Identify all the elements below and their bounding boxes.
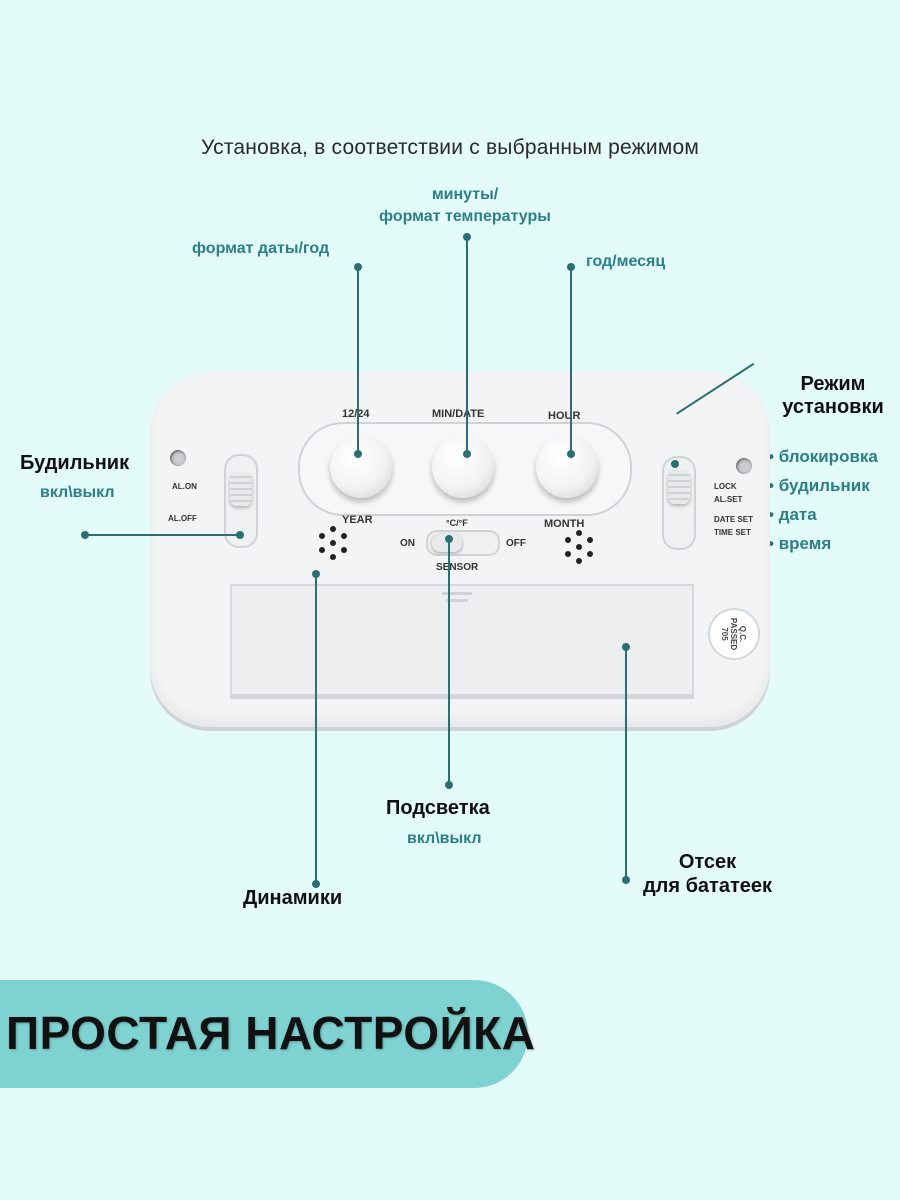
sensor-switch-track — [426, 530, 500, 556]
door-grip-line — [442, 592, 472, 595]
alarm-switch-knob[interactable] — [230, 472, 252, 506]
mode-date-set-label: DATE SET — [714, 515, 753, 524]
callout-mode: Режим установки — [768, 373, 898, 419]
mode-switch-knob[interactable] — [668, 470, 690, 504]
leader-dot-12-24 — [354, 263, 362, 271]
mode-al-set-label: AL.SET — [714, 495, 743, 504]
leader-dot-mode — [671, 460, 679, 468]
speaker-grille-right — [562, 530, 596, 564]
callout-mode-line1: Режим — [800, 373, 866, 395]
leader-line-alarm — [86, 534, 240, 536]
leader-line-sensor — [448, 540, 450, 786]
mode-item-label: будильник — [778, 476, 870, 495]
sensor-unit-label: °C/°F — [446, 518, 468, 528]
qc-line2: PASSED — [729, 617, 739, 651]
leader-dot-hour-end — [567, 450, 575, 458]
mode-item: • время — [768, 534, 832, 553]
leader-dot-min-date — [463, 233, 471, 241]
mode-item-label: блокировка — [778, 447, 878, 466]
mode-item: • блокировка — [768, 447, 878, 466]
leader-line-min-date — [466, 238, 468, 456]
qc-line3: 705 — [720, 627, 730, 641]
sensor-label: SENSOR — [436, 562, 479, 573]
mode-item: • будильник — [768, 476, 870, 495]
leader-dot-battery — [622, 643, 630, 651]
leader-dot-sensor — [445, 535, 453, 543]
mode-item-label: дата — [778, 505, 817, 524]
speaker-grille-left — [316, 526, 350, 560]
callout-minutes-line1: минуты/ — [431, 186, 499, 203]
battery-compartment-door[interactable] — [230, 584, 694, 699]
leader-dot-hour — [567, 263, 575, 271]
alarm-on-label: AL.ON — [172, 482, 197, 491]
qc-passed-seal: Q.C. PASSED 705 — [708, 608, 760, 660]
button-min-date[interactable] — [432, 436, 494, 498]
callout-minutes: минуты/ формат температуры — [360, 184, 570, 228]
mount-hole-left — [170, 450, 186, 466]
leader-dot-min-date-end — [463, 450, 471, 458]
mode-item-label: время — [778, 534, 832, 553]
button-label-12-24: 12/24 — [342, 408, 370, 420]
button-label-min-date: MIN/DATE — [432, 408, 485, 420]
leader-line-battery — [625, 648, 627, 878]
leader-dot-sensor-end — [445, 781, 453, 789]
clock-back-panel: 12/24 MIN/DATE HOUR YEAR MONTH AL.ON AL.… — [150, 372, 770, 727]
leader-dot-battery-end — [622, 876, 630, 884]
leader-dot-alarm-end — [236, 531, 244, 539]
callout-speakers: Динамики — [243, 887, 343, 909]
callout-alarm-sub: вкл\выкл — [40, 484, 115, 501]
button-label-month: MONTH — [544, 518, 585, 530]
sensor-on-label: ON — [400, 538, 415, 549]
callout-minutes-line2: формат температуры — [379, 208, 551, 225]
button-pod — [298, 422, 632, 516]
mode-items-list: • блокировка • будильник • дата • время — [768, 447, 878, 563]
banner-title: ПРОСТАЯ НАСТРОЙКА — [6, 1007, 536, 1059]
callout-date-format: формат даты/год — [192, 240, 330, 257]
button-hour[interactable] — [536, 436, 598, 498]
callout-mode-line2: установки — [782, 396, 884, 418]
sensor-off-label: OFF — [506, 538, 526, 549]
callout-battery-line2: для бататеек — [642, 875, 773, 897]
leader-line-12-24 — [357, 268, 359, 456]
sensor-switch-knob[interactable] — [432, 534, 462, 552]
mount-hole-right — [736, 458, 752, 474]
button-label-year: YEAR — [342, 514, 373, 526]
button-12-24[interactable] — [330, 436, 392, 498]
mode-time-set-label: TIME SET — [714, 528, 751, 537]
leader-dot-speakers — [312, 570, 320, 578]
callout-backlight-sub: вкл\выкл — [407, 830, 482, 847]
leader-dot-alarm — [81, 531, 89, 539]
leader-dot-speakers-end — [312, 880, 320, 888]
leader-line-speakers — [315, 574, 317, 884]
qc-line1: Q.C. — [738, 625, 748, 643]
title-banner — [0, 980, 528, 1088]
mode-switch-track — [662, 456, 696, 550]
callout-backlight-title: Подсветка — [386, 797, 490, 819]
mode-item: • дата — [768, 505, 817, 524]
callout-year-month: год/месяц — [586, 253, 666, 270]
leader-dot-12-24-end — [354, 450, 362, 458]
alarm-off-label: AL.OFF — [168, 514, 197, 523]
callout-battery: Отсек для бататеек — [630, 850, 785, 898]
top-caption: Установка, в соответствии с выбранным ре… — [200, 136, 699, 159]
callout-alarm-title: Будильник — [20, 452, 130, 474]
mode-lock-label: LOCK — [714, 482, 737, 491]
callout-battery-line1: Отсек — [678, 851, 737, 873]
door-grip-line — [446, 599, 468, 602]
leader-line-hour — [570, 268, 572, 456]
button-label-hour: HOUR — [548, 410, 581, 422]
